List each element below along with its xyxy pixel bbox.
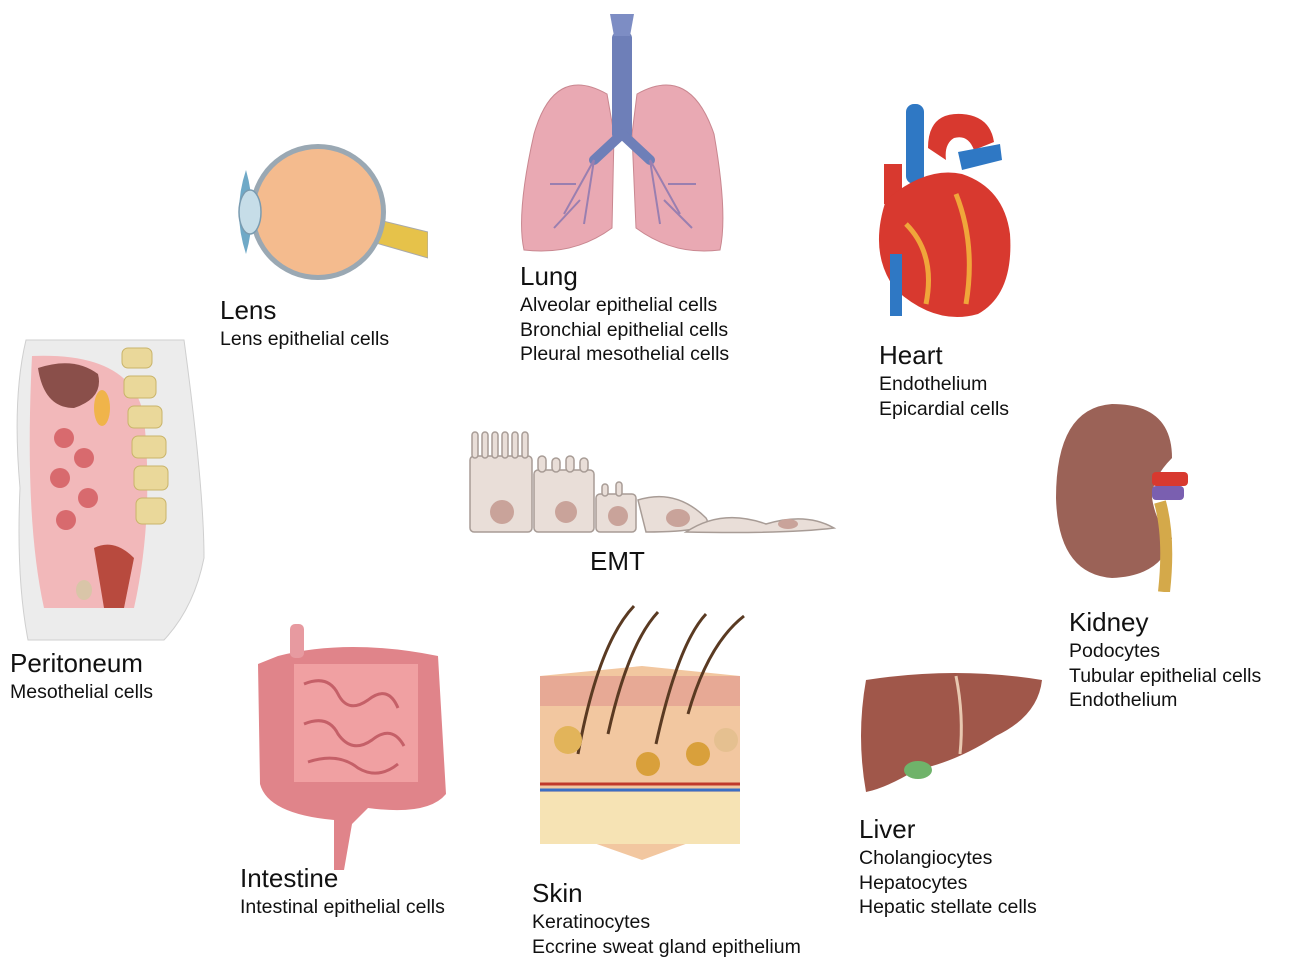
kidney-label: Kidney Podocytes Tubular epithelial cell… bbox=[1069, 609, 1261, 713]
skin-title: Skin bbox=[532, 880, 801, 906]
lung-cell-2: Bronchial epithelial cells bbox=[520, 318, 729, 343]
kidney-cell-3: Endothelium bbox=[1069, 688, 1261, 713]
heart-label: Heart Endothelium Epicardial cells bbox=[879, 342, 1009, 421]
heart-cell-2: Epicardial cells bbox=[879, 397, 1009, 422]
lens-cell-1: Lens epithelial cells bbox=[220, 327, 389, 352]
lens-title: Lens bbox=[220, 297, 389, 323]
liver-icon bbox=[856, 666, 1046, 796]
lungs-icon bbox=[514, 14, 730, 260]
emt-label: EMT bbox=[590, 546, 645, 577]
lung-cell-1: Alveolar epithelial cells bbox=[520, 293, 729, 318]
lung-label: Lung Alveolar epithelial cells Bronchial… bbox=[520, 263, 729, 367]
liver-cell-1: Cholangiocytes bbox=[859, 846, 1037, 871]
liver-label: Liver Cholangiocytes Hepatocytes Hepatic… bbox=[859, 816, 1037, 920]
eye-icon bbox=[218, 140, 428, 280]
liver-title: Liver bbox=[859, 816, 1037, 842]
intestine-icon bbox=[248, 624, 460, 874]
kidney-cell-1: Podocytes bbox=[1069, 639, 1261, 664]
peritoneum-icon bbox=[14, 338, 210, 642]
skin-cell-2: Eccrine sweat gland epithelium bbox=[532, 935, 801, 959]
lung-title: Lung bbox=[520, 263, 729, 289]
lung-cell-3: Pleural mesothelial cells bbox=[520, 342, 729, 367]
heart-icon bbox=[866, 104, 1014, 322]
lens-label: Lens Lens epithelial cells bbox=[220, 297, 389, 352]
heart-title: Heart bbox=[879, 342, 1009, 368]
heart-cell-1: Endothelium bbox=[879, 372, 1009, 397]
emt-cells-icon bbox=[466, 428, 838, 538]
intestine-label: Intestine Intestinal epithelial cells bbox=[240, 865, 445, 920]
liver-cell-2: Hepatocytes bbox=[859, 871, 1037, 896]
skin-cell-1: Keratinocytes bbox=[532, 910, 801, 935]
peritoneum-cell-1: Mesothelial cells bbox=[10, 680, 153, 705]
peritoneum-title: Peritoneum bbox=[10, 650, 153, 676]
intestine-title: Intestine bbox=[240, 865, 445, 891]
kidney-icon bbox=[1052, 398, 1192, 592]
liver-cell-3: Hepatic stellate cells bbox=[859, 895, 1037, 920]
skin-label: Skin Keratinocytes Eccrine sweat gland e… bbox=[532, 880, 801, 959]
intestine-cell-1: Intestinal epithelial cells bbox=[240, 895, 445, 920]
peritoneum-label: Peritoneum Mesothelial cells bbox=[10, 650, 153, 705]
skin-icon bbox=[538, 604, 748, 862]
kidney-cell-2: Tubular epithelial cells bbox=[1069, 664, 1261, 689]
kidney-title: Kidney bbox=[1069, 609, 1261, 635]
